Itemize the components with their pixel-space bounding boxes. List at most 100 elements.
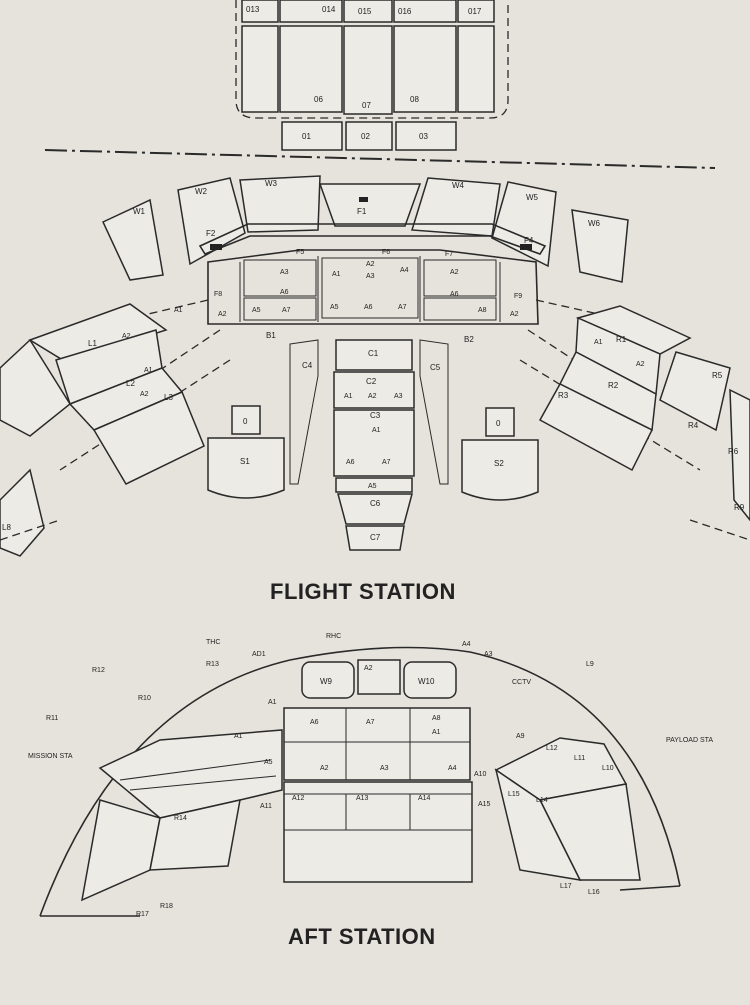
label-b1: B1 xyxy=(266,331,276,340)
left-side-panels: L1 L2 L3 L8 A1 A2 A1 A2 xyxy=(0,299,231,557)
label-c3: C3 xyxy=(370,411,381,420)
mod-a1-l: A1 xyxy=(174,307,183,314)
aft-l14: L14 xyxy=(536,797,548,804)
label-r9: R9 xyxy=(734,503,745,512)
aft-r18: R18 xyxy=(160,903,173,910)
label-06: 06 xyxy=(314,95,323,104)
window-w9: W9 xyxy=(320,677,333,686)
aft-l12: L12 xyxy=(546,745,558,752)
mod-a6-f8: A6 xyxy=(450,291,459,298)
label-l2: L2 xyxy=(126,379,135,388)
label-017: 017 xyxy=(468,7,482,16)
window-w10: W10 xyxy=(418,677,435,686)
mod-a2-f7: A2 xyxy=(366,261,375,268)
seat-s1: 0 S1 xyxy=(207,405,285,499)
label-c7: C7 xyxy=(370,533,381,542)
aft-l15: L15 xyxy=(508,791,520,798)
aft-mission-sta: MISSION STA xyxy=(28,753,73,760)
label-02: 02 xyxy=(361,132,370,141)
aft-l16: L16 xyxy=(588,889,600,896)
label-f2: F2 xyxy=(206,229,216,238)
mod-a5-f7: A5 xyxy=(330,304,339,311)
overhead-panels: 013 014 015 016 017 06 07 08 01 02 03 xyxy=(235,0,509,151)
mod-a1-c3: A1 xyxy=(372,427,381,434)
seat-s2: 0 S2 xyxy=(461,407,539,501)
aft-r11: R11 xyxy=(46,715,58,722)
label-r6: R6 xyxy=(728,447,739,456)
forward-instrument-panel: F5 F6 F7 F8 F9 A2 A3 A1 A4 A5 A6 A7 A3 A… xyxy=(207,249,539,344)
aft-ad1: AD1 xyxy=(252,651,266,658)
aft-a1: A1 xyxy=(268,699,277,706)
label-f4: F4 xyxy=(524,236,534,245)
mod-a5-c3: A5 xyxy=(368,483,377,490)
floor-lines xyxy=(0,519,750,541)
label-f8: F7 xyxy=(445,251,453,258)
label-07: 07 xyxy=(362,101,371,110)
label-015: 015 xyxy=(358,7,372,16)
label-016: 016 xyxy=(398,7,412,16)
mod-a5-f6: A5 xyxy=(252,307,261,314)
label-l8: L8 xyxy=(2,523,11,532)
label-f7: F6 xyxy=(382,249,390,256)
window-w3: W3 xyxy=(265,179,278,188)
window-w2: W2 xyxy=(195,187,208,196)
label-f9: F9 xyxy=(514,293,522,300)
label-c5: C5 xyxy=(430,363,441,372)
mod-a2-r1: A2 xyxy=(636,361,645,368)
seat-s2-marker: 0 xyxy=(496,419,501,428)
center-console: C1 C2 C3 C4 C5 C6 C7 A1 A2 A3 A1 A6 A7 A… xyxy=(289,339,449,551)
label-l1: L1 xyxy=(88,339,97,348)
aft-station: W9 W10 A2 THC RHC AD1 A4 A3 CCTV L9 R12 … xyxy=(28,633,713,918)
label-08: 08 xyxy=(410,95,419,104)
mod-a1-c2: A1 xyxy=(344,393,353,400)
aft-cctv: CCTV xyxy=(512,679,531,686)
label-c6: C6 xyxy=(370,499,381,508)
window-w5: W5 xyxy=(526,193,539,202)
aft-rhc: RHC xyxy=(326,633,341,640)
aft-l17: L17 xyxy=(560,883,572,890)
seat-s1-label: S1 xyxy=(240,457,250,466)
label-r3: R3 xyxy=(558,391,569,400)
aft-station-title: AFT STATION xyxy=(288,924,436,949)
window-w1: W1 xyxy=(133,207,146,216)
mod-a2-f5: A2 xyxy=(218,311,227,318)
label-013: 013 xyxy=(246,5,260,14)
aft-a12: A12 xyxy=(292,795,305,802)
aft-module-a2: A2 xyxy=(320,765,329,772)
mod-a2-c2: A2 xyxy=(368,393,377,400)
aft-a3: A3 xyxy=(484,651,493,658)
aft-a8: A8 xyxy=(432,715,441,722)
aft-r14: R14 xyxy=(174,815,187,822)
mod-a1-f7: A1 xyxy=(332,271,341,278)
flight-station-title: FLIGHT STATION xyxy=(270,579,456,604)
window-w6: W6 xyxy=(588,219,601,228)
aft-r13: R13 xyxy=(206,661,219,668)
label-c4: C4 xyxy=(302,361,313,370)
label-c2: C2 xyxy=(366,377,377,386)
mod-a3-c2: A3 xyxy=(394,393,403,400)
aft-l11: L11 xyxy=(574,755,585,762)
aft-a14: A14 xyxy=(418,795,431,802)
label-f1: F1 xyxy=(357,207,367,216)
mod-a3-f6: A3 xyxy=(280,269,289,276)
aft-l9: L9 xyxy=(586,661,594,668)
label-c1: C1 xyxy=(368,349,379,358)
aft-payload-sta: PAYLOAD STA xyxy=(666,737,713,744)
mod-a2-f8: A2 xyxy=(450,269,459,276)
mod-a7-f6: A7 xyxy=(282,307,291,314)
mod-a7-c3: A7 xyxy=(382,459,391,466)
aft-l10: L10 xyxy=(602,765,614,772)
section-divider xyxy=(44,149,716,169)
label-03: 03 xyxy=(419,132,428,141)
label-f6: F5 xyxy=(296,249,304,256)
label-r4: R4 xyxy=(688,421,699,430)
mod-a1-r1: A1 xyxy=(594,339,603,346)
aft-module-a1: A1 xyxy=(234,733,243,740)
window-w4: W4 xyxy=(452,181,465,190)
aft-a10: A10 xyxy=(474,771,487,778)
aft-module-a3: A3 xyxy=(380,765,389,772)
label-b2: B2 xyxy=(464,335,474,344)
mod-a7-f7: A7 xyxy=(398,304,407,311)
